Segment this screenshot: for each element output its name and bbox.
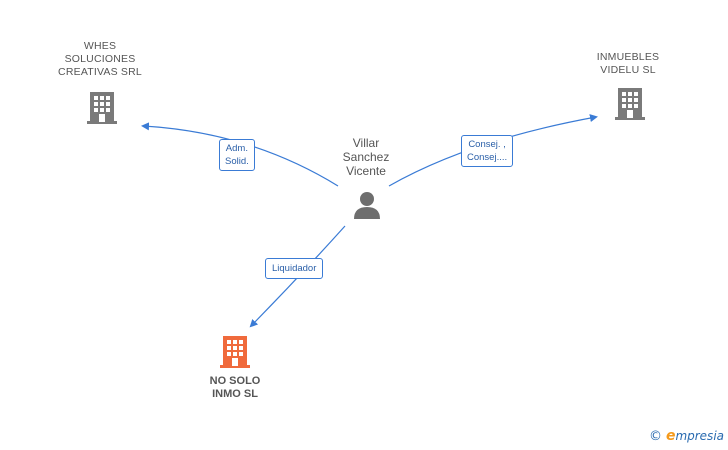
copyright-symbol: © xyxy=(648,429,662,444)
building-icon[interactable] xyxy=(219,334,251,373)
node-nosolo-label[interactable]: NO SOLO INMO SL xyxy=(209,375,261,400)
edge-label-line: Consej. , xyxy=(468,139,506,150)
edge-label-adm-solid[interactable]: Adm. Solid. xyxy=(219,139,255,171)
node-inmuebles-label[interactable]: INMUEBLES VIDELU SL xyxy=(596,51,660,76)
brand-name: mpresia xyxy=(675,429,724,443)
edge-label-line: Adm. xyxy=(225,143,248,154)
person-icon[interactable] xyxy=(352,190,382,225)
brand-e-letter: e xyxy=(665,428,676,444)
building-icon[interactable] xyxy=(86,90,118,129)
node-person-label[interactable]: Villar Sanchez Vicente xyxy=(342,136,390,178)
edge-label-line: Consej.... xyxy=(467,152,508,163)
building-icon[interactable] xyxy=(614,86,646,125)
node-whes-label[interactable]: WHES SOLUCIONES CREATIVAS SRL xyxy=(58,40,142,78)
brand-logo: ©empresia xyxy=(649,428,724,444)
edge-label-line: Solid. xyxy=(225,156,249,167)
edge-label-consej[interactable]: Consej. , Consej.... xyxy=(461,135,514,167)
edge-label-liquidador[interactable]: Liquidador xyxy=(265,258,324,279)
